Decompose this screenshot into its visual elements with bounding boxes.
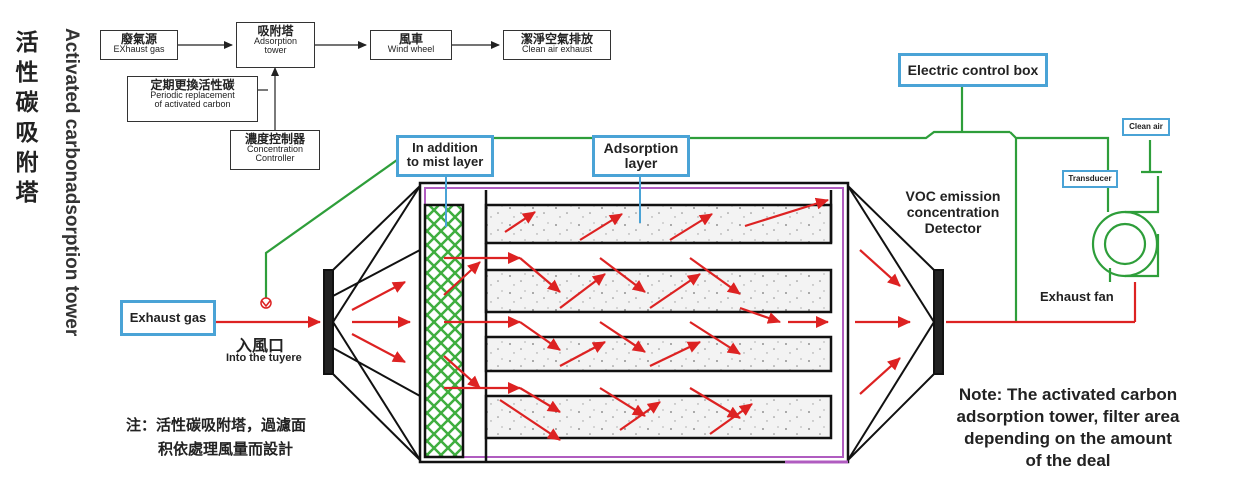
flow-box-clean-air-exhaust: 潔淨空氣排放 Clean air exhaust [503, 30, 611, 60]
adsorption-layer-label: Adsorption layer [592, 135, 690, 177]
control-wiring [264, 86, 1162, 322]
inlet-funnel [323, 185, 421, 461]
electric-control-box-label: Electric control box [898, 53, 1048, 87]
mist-layer-label: In addition to mist layer [396, 135, 494, 177]
outlet-funnel [847, 185, 944, 461]
note-chinese: 注：活性碳吸附塔，過濾面 积依處理風量而設計 [126, 416, 307, 458]
mist-layer [423, 203, 465, 459]
inlet-label-zh: 入風口 [236, 336, 285, 355]
title-english: Activated carbonadsorption tower [61, 28, 82, 337]
callout-pointers [445, 176, 641, 227]
flow-arrows [351, 197, 911, 441]
flow-box-concentration-controller: 濃度控制器 Concentration Controller [230, 130, 320, 170]
inlet-label-en: Into the tuyere [226, 352, 302, 364]
transducer-label: Transducer [1062, 170, 1118, 188]
title-chinese: 活性碳吸附塔 [15, 30, 39, 206]
clean-air-label: Clean air [1122, 118, 1170, 136]
exhaust-line [215, 282, 1137, 328]
exhaust-gas-label: Exhaust gas [120, 300, 216, 336]
voc-detector-label: VOC emission concentration Detector [905, 188, 1001, 236]
exhaust-fan-label: Exhaust fan [1040, 289, 1114, 304]
flow-box-wind-wheel: 風車 Wind wheel [370, 30, 452, 60]
flow-box-periodic-replacement: 定期更換活性碳 Periodic replacement of activate… [127, 76, 258, 122]
flow-box-exhaust-source: 廢氣源 EXhaust gas [100, 30, 178, 60]
note-english: Note: The activated carbon adsorption to… [956, 385, 1180, 470]
flowchart-connectors [178, 41, 500, 130]
flow-box-adsorption-tower: 吸附塔 Adsorption tower [236, 22, 315, 68]
